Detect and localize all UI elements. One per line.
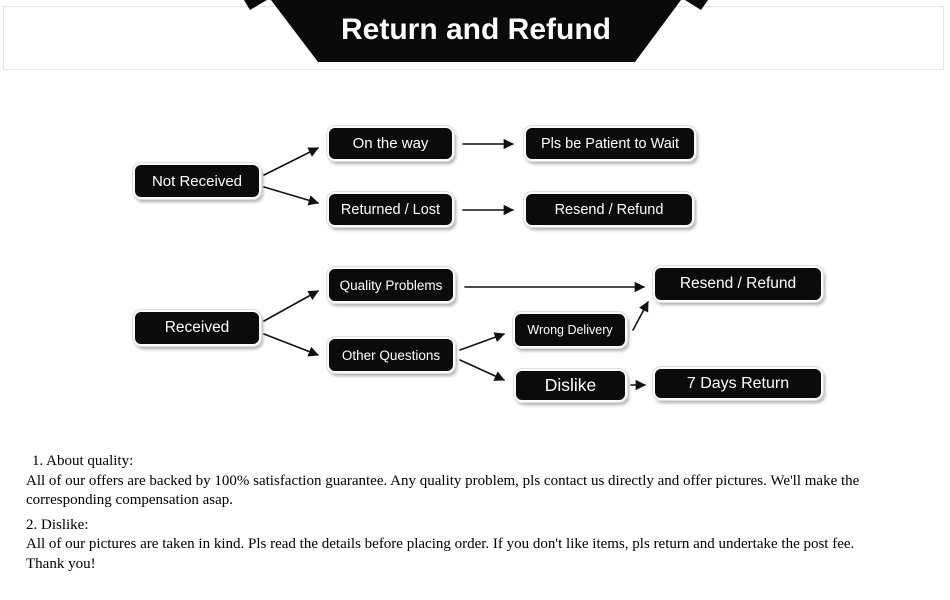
flow-node-resend-refund-1: Resend / Refund (524, 192, 694, 227)
flow-node-wrong-delivery: Wrong Delivery (513, 312, 627, 348)
arrow-wrongdelivery-resend (632, 301, 649, 331)
arrow-notreceived-returnedlost (263, 186, 319, 206)
flow-node-resend-refund-2: Resend / Refund (653, 266, 823, 302)
flow-node-not-received: Not Received (133, 163, 261, 199)
banner-right-fold (685, 0, 708, 10)
banner-ribbon (271, 0, 681, 62)
arrow-otherquestions-wrongdelivery (459, 332, 505, 351)
arrow-otherquestions-dislike (459, 359, 505, 381)
flow-node-7-days-return: 7 Days Return (653, 367, 823, 400)
arrow-notreceived-ontheway (263, 147, 319, 176)
note-heading: 1. About quality: (32, 453, 134, 469)
note-body-line: All of our offers are backed by 100% sat… (26, 472, 860, 489)
flow-node-on-the-way: On the way (327, 126, 454, 161)
note-about-quality: 1. About quality: All of our offers are … (26, 452, 946, 511)
flow-node-pls-be-patient: Pls be Patient to Wait (524, 126, 696, 161)
flow-node-quality-problems: Quality Problems (327, 267, 455, 303)
note-body-line: corresponding compensation asap. (26, 492, 234, 508)
note-heading: 2. Dislike: (26, 516, 89, 533)
note-body-line: Thank you! (26, 555, 96, 572)
title-banner: Return and Refund (244, 0, 708, 62)
page-title: Return and Refund (341, 13, 611, 46)
banner-left-fold (244, 0, 267, 10)
arrow-received-otherquestions (263, 333, 319, 357)
flow-node-other-questions: Other Questions (327, 337, 455, 373)
flow-arrows-svg (263, 138, 649, 391)
note-dislike: 2. Dislike: All of our pictures are take… (26, 516, 946, 575)
arrow-received-quality (263, 290, 319, 322)
flow-node-dislike: Dislike (514, 369, 627, 402)
flow-node-returned-lost: Returned / Lost (327, 192, 454, 227)
policy-notes: 1. About quality: All of our offers are … (26, 452, 946, 574)
flow-node-received: Received (133, 310, 261, 346)
note-body-line: All of our pictures are taken in kind. P… (26, 536, 855, 552)
